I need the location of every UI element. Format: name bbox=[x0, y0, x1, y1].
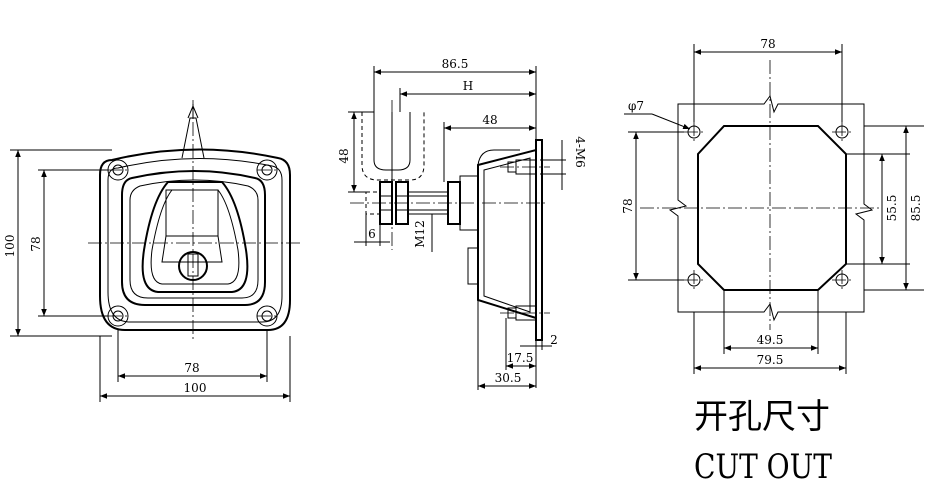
cutout-title-cn: 开孔尺寸 bbox=[694, 397, 830, 437]
dim-side-stud-thread: 4-M6 bbox=[573, 136, 587, 168]
side-view: 86.5 H 48 48 4-M6 M12 6 17.5 2 bbox=[337, 57, 587, 390]
dim-front-height-outer: 100 bbox=[3, 235, 17, 258]
dim-front-width-holes: 78 bbox=[184, 361, 199, 375]
dim-cutout-outer-width: 79.5 bbox=[757, 353, 784, 367]
dim-side-body-depth: 30.5 bbox=[495, 371, 522, 385]
dim-side-h: H bbox=[463, 79, 473, 93]
cutout-title-en: CUT OUT bbox=[694, 447, 832, 487]
dim-front-width-outer: 100 bbox=[184, 381, 207, 395]
dim-front-height-holes: 78 bbox=[29, 236, 43, 251]
dim-cutout-left-height: 78 bbox=[621, 198, 635, 213]
dim-side-nut-offset: 6 bbox=[368, 227, 376, 241]
dim-side-bolt-thread: M12 bbox=[413, 220, 427, 248]
dim-side-flange-thickness: 2 bbox=[550, 333, 558, 347]
dim-side-overall-length: 86.5 bbox=[442, 57, 469, 71]
cutout-view: φ7 78 78 55.5 85.5 49.5 79.5 开孔尺寸 CUT OU… bbox=[621, 37, 924, 487]
dim-side-handle-height: 48 bbox=[337, 148, 351, 163]
front-view: 100 78 78 100 bbox=[3, 100, 300, 402]
dim-cutout-inner-width: 49.5 bbox=[757, 333, 784, 347]
dim-cutout-inner-height: 55.5 bbox=[885, 195, 899, 222]
dim-side-stud-offset: 17.5 bbox=[507, 351, 534, 365]
dim-cutout-outer-height: 85.5 bbox=[909, 195, 923, 222]
dim-side-body-length: 48 bbox=[482, 113, 497, 127]
dim-cutout-hole-diameter: φ7 bbox=[628, 99, 644, 113]
dim-cutout-top-width: 78 bbox=[760, 37, 775, 51]
